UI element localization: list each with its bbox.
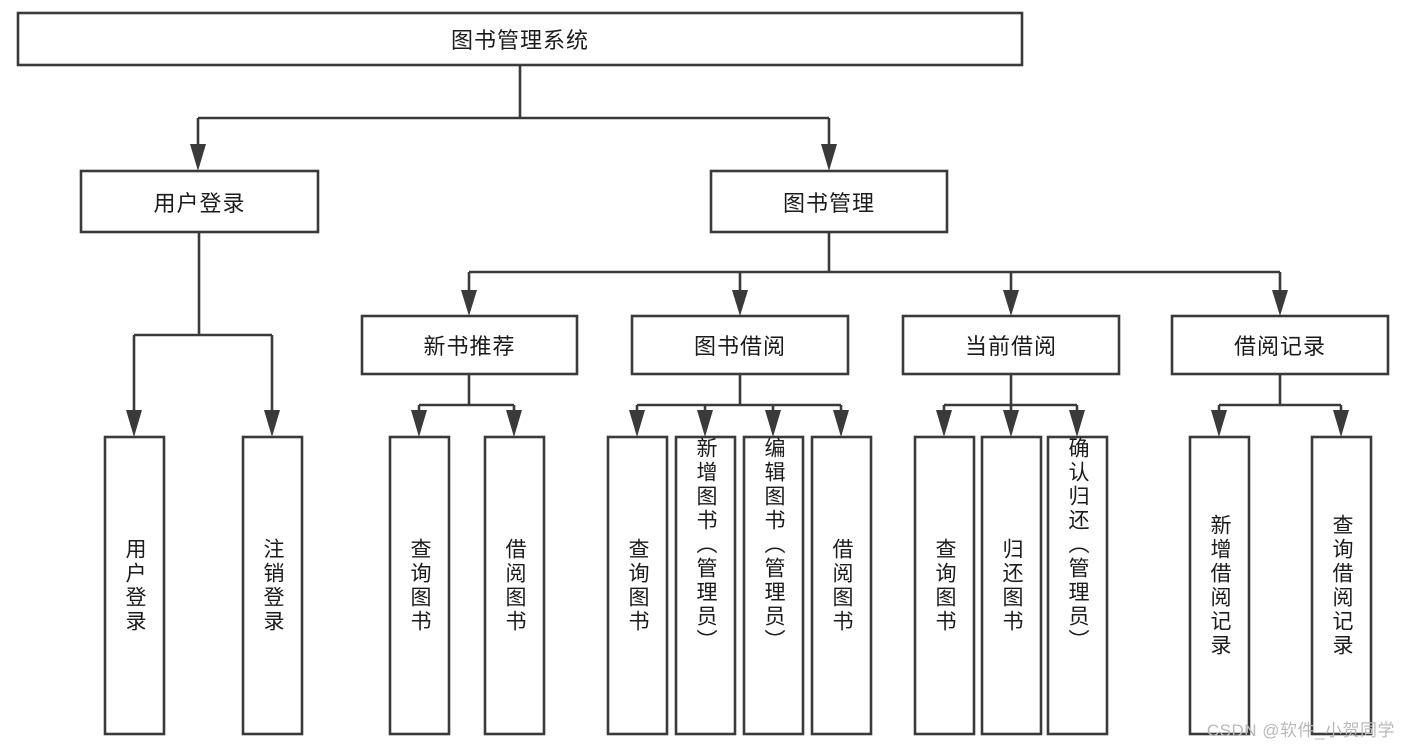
- connector-group-new-book-recommend: [411, 374, 522, 437]
- arrow-head-book-management: [821, 144, 837, 171]
- arrow-head-leaf-add-borrow-record: [1211, 410, 1227, 437]
- node-box-leaf-query-book-recommend[interactable]: [388, 435, 451, 736]
- node-box-leaf-query-book-borrow[interactable]: [606, 435, 669, 736]
- node-box-leaf-user-login[interactable]: [103, 435, 166, 736]
- node-box-book-management[interactable]: [709, 169, 949, 234]
- connector-group-borrow-record: [1211, 374, 1349, 437]
- node-box-leaf-query-book-current[interactable]: [913, 435, 976, 736]
- arrow-head-leaf-query-book-borrow: [629, 410, 645, 437]
- connector-group-current-borrow: [936, 374, 1085, 437]
- connector-group-root: [190, 65, 837, 171]
- arrow-head-leaf-return-book: [1003, 410, 1019, 437]
- arrow-head-borrow-record: [1272, 290, 1288, 316]
- node-box-book-borrow[interactable]: [630, 314, 850, 376]
- arrow-head-leaf-query-book-current: [936, 410, 952, 437]
- arrow-head-new-book-recommend: [461, 290, 477, 316]
- arrow-head-leaf-confirm-return-admin: [1069, 410, 1085, 437]
- node-box-borrow-record[interactable]: [1170, 314, 1390, 376]
- connector-group-book-borrow: [629, 374, 849, 437]
- arrow-head-current-borrow: [1003, 290, 1019, 316]
- node-box-new-book-recommend[interactable]: [360, 314, 579, 376]
- arrow-head-leaf-edit-book-admin: [765, 410, 781, 437]
- node-box-leaf-borrow-book-recommend[interactable]: [483, 435, 546, 736]
- connector-group-book-management: [461, 232, 1288, 316]
- node-box-leaf-edit-book-admin[interactable]: [742, 435, 805, 736]
- arrow-head-leaf-user-login: [126, 410, 142, 437]
- node-box-root[interactable]: [16, 11, 1024, 67]
- node-box-leaf-confirm-return-admin[interactable]: [1046, 435, 1109, 736]
- arrow-head-leaf-logout: [264, 410, 280, 437]
- arrow-head-leaf-query-book-recommend: [411, 410, 427, 437]
- node-box-user-login[interactable]: [79, 169, 320, 234]
- arrow-head-user-login: [190, 144, 206, 171]
- node-box-leaf-add-book-admin[interactable]: [674, 435, 737, 736]
- connector-group-user-login: [126, 232, 280, 437]
- node-box-leaf-borrow-book[interactable]: [810, 435, 873, 736]
- node-box-leaf-add-borrow-record[interactable]: [1188, 435, 1251, 736]
- watermark-text: CSDN @软件_小贺同学: [1206, 721, 1395, 740]
- node-box-current-borrow[interactable]: [901, 314, 1121, 376]
- node-box-leaf-logout[interactable]: [241, 435, 304, 736]
- arrow-head-book-borrow: [732, 290, 748, 316]
- arrow-head-leaf-add-book-admin: [697, 410, 713, 437]
- arrow-head-leaf-query-borrow-record: [1333, 410, 1349, 437]
- arrow-head-leaf-borrow-book-recommend: [506, 410, 522, 437]
- arrow-head-leaf-borrow-book: [833, 410, 849, 437]
- node-box-leaf-return-book[interactable]: [980, 435, 1043, 736]
- node-box-leaf-query-borrow-record[interactable]: [1310, 435, 1373, 736]
